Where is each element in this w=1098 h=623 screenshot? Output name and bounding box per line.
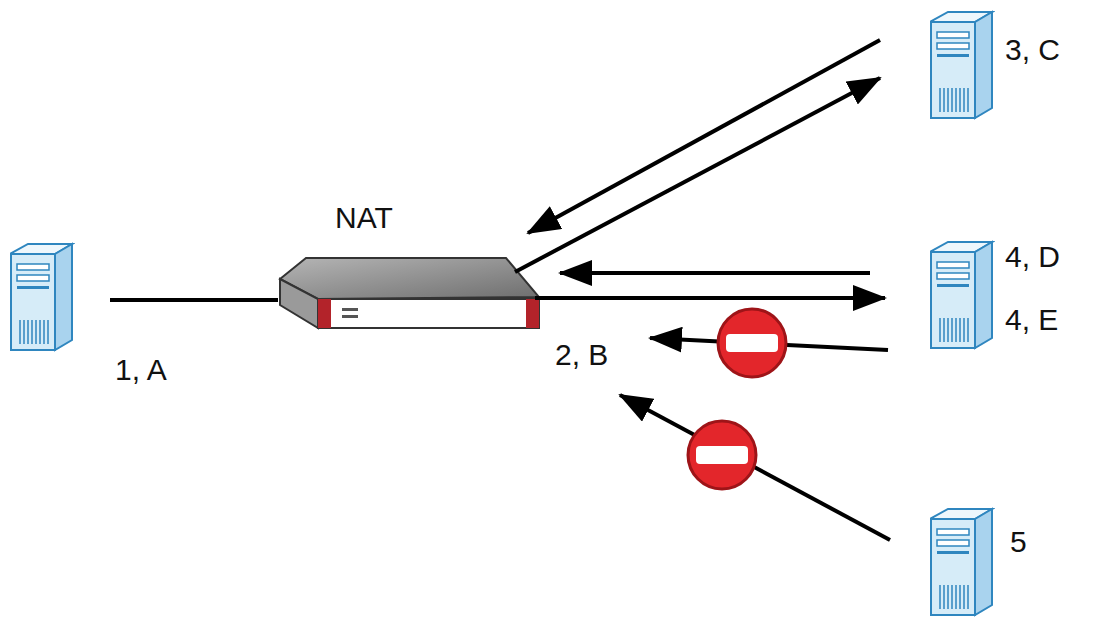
address-label: 2, B [555, 340, 608, 370]
traffic-arrow [528, 40, 880, 233]
traffic-arrow [560, 271, 870, 275]
remote-server: 5 [880, 505, 1000, 620]
client-server-icon [10, 242, 75, 352]
traffic-arrow [110, 298, 278, 302]
address-label: NAT [335, 203, 393, 233]
remote-server-icon [930, 10, 995, 120]
traffic-arrow [515, 78, 880, 272]
address-label: 5 [1010, 527, 1027, 557]
nat-router: NAT2, B [278, 255, 540, 330]
remote-server: 3, C [880, 5, 1000, 130]
remote-server: 4, D4, E [880, 238, 1000, 358]
remote-server-icon [930, 240, 995, 350]
address-label: 3, C [1005, 35, 1060, 65]
nat-router-icon [278, 255, 540, 330]
remote-server-icon [930, 507, 995, 617]
traffic-arrow [620, 395, 890, 540]
client-server: 1, A [8, 240, 110, 360]
traffic-arrow [650, 338, 888, 350]
traffic-arrow [535, 296, 885, 300]
no-entry-sign [688, 421, 756, 489]
address-label: 1, A [115, 355, 167, 385]
no-entry-sign [718, 309, 786, 377]
address-label: 4, E [1005, 305, 1058, 335]
address-label: 4, D [1005, 242, 1060, 272]
